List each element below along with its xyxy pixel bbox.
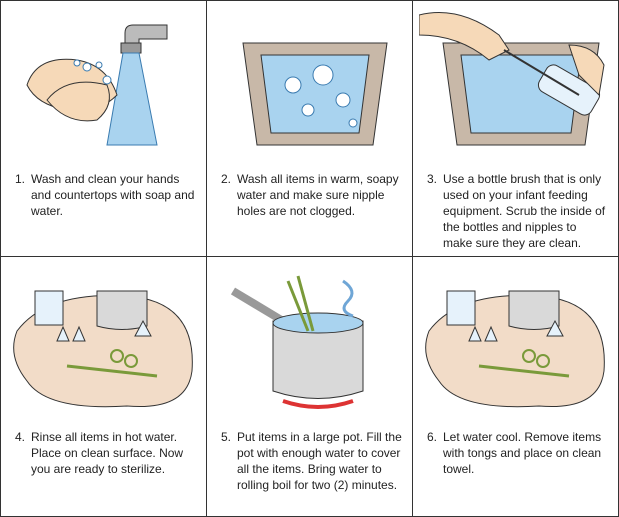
step-panel-5: 5. Put items in a large pot. Fill the po…	[207, 257, 413, 516]
step-panel-4: 4. Rinse all items in hot water. Place o…	[1, 257, 207, 516]
step-text: Rinse all items in hot water. Place on c…	[31, 430, 184, 476]
step-3: 3. Use a bottle brush that is only used …	[427, 171, 608, 251]
step-2: 2. Wash all items in warm, soapy water a…	[221, 171, 402, 219]
step-text: Wash and clean your hands and countertop…	[31, 172, 195, 218]
step-number: 1.	[15, 172, 26, 186]
step-number: 2.	[221, 172, 232, 186]
step-panel-2: 2. Wash all items in warm, soapy water a…	[207, 1, 413, 257]
items-on-clean-towel-illustration	[425, 290, 605, 408]
boiling-pot-illustration	[230, 275, 364, 409]
handwashing-illustration	[26, 24, 168, 146]
rinsed-items-on-towel-illustration	[13, 290, 193, 408]
bottle-brush-illustration	[419, 12, 605, 146]
step-number: 5.	[221, 430, 232, 444]
step-panel-6: 6. Let water cool. Remove items with ton…	[413, 257, 618, 516]
step-number: 3.	[427, 172, 438, 186]
sink-washing-illustration	[242, 42, 388, 146]
step-1: 1. Wash and clean your hands and counter…	[15, 171, 196, 219]
step-text: Use a bottle brush that is only used on …	[443, 172, 606, 250]
step-number: 6.	[427, 430, 438, 444]
step-panel-3: 3. Use a bottle brush that is only used …	[413, 1, 618, 257]
step-text: Let water cool. Remove items with tongs …	[443, 430, 602, 476]
step-5: 5. Put items in a large pot. Fill the po…	[221, 429, 402, 493]
step-text: Wash all items in warm, soapy water and …	[237, 172, 399, 218]
step-number: 4.	[15, 430, 26, 444]
step-6: 6. Let water cool. Remove items with ton…	[427, 429, 608, 477]
step-panel-1: 1. Wash and clean your hands and counter…	[1, 1, 207, 257]
step-text: Put items in a large pot. Fill the pot w…	[237, 430, 402, 492]
step-4: 4. Rinse all items in hot water. Place o…	[15, 429, 196, 477]
